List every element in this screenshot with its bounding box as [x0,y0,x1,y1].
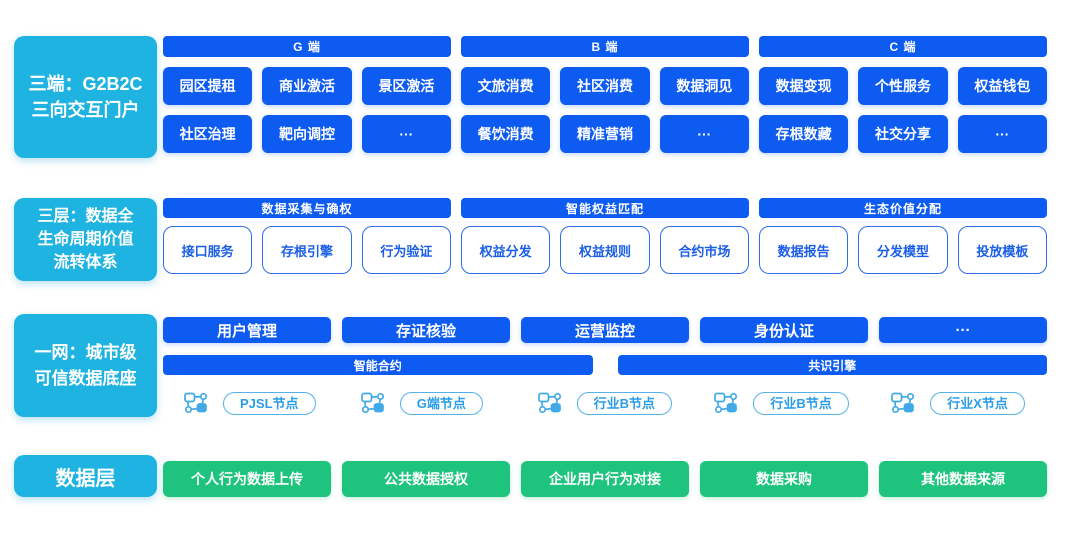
portal-side-line: 三端：G2B2C [28,73,143,94]
lifecycle-item: 权益分发 [461,226,551,274]
data-layer-grid: 个人行为数据上传 公共数据授权 企业用户行为对接 数据采购 其他数据来源 [163,455,1047,497]
lifecycle-item: 分发模型 [858,226,948,274]
network-nodes-icon [537,392,561,414]
node-item: PJSL节点 [163,389,340,417]
lifecycle-item: 权益规则 [560,226,650,274]
lifecycle-header-match: 智能权益匹配 [461,198,749,218]
network-nodes-icon [360,392,384,414]
lifecycle-item: 投放模板 [957,226,1047,274]
data-source-item: 公共数据授权 [342,461,510,497]
portal-header-b: B 端 [461,36,749,57]
portal-item: 个性服务 [858,67,948,105]
lifecycle-item: 行为验证 [361,226,451,274]
portal-item: 数据变现 [759,67,849,105]
lifecycle-side-line: 三层：数据全 [37,207,134,225]
portal-item: 商业激活 [262,67,352,105]
portal-header-g: G 端 [163,36,451,57]
data-layer-section: 数据层 个人行为数据上传 公共数据授权 企业用户行为对接 数据采购 其他数据来源 [14,455,1047,497]
network-nodes-icon [184,392,208,414]
node-label-pill: 行业B节点 [576,391,672,415]
lifecycle-item: 合约市场 [659,226,749,274]
portal-side-label: 三端：G2B2C 三向交互门户 [14,36,157,158]
portal-item: 文旅消费 [461,67,551,105]
lifecycle-item: 接口服务 [163,226,253,274]
portal-item: 社区消费 [560,67,650,105]
portal-item: 权益钱包 [957,67,1047,105]
portal-item: 景区激活 [361,67,451,105]
portal-item: 餐饮消费 [461,115,551,153]
portal-item: 社交分享 [858,115,948,153]
network-service-more: ··· [879,317,1047,343]
network-nodes-icon [891,392,915,414]
data-source-item: 其他数据来源 [879,461,1047,497]
lifecycle-side-line: 流转体系 [53,254,118,272]
data-source-item: 个人行为数据上传 [163,461,331,497]
portal-item: 数据洞见 [659,67,749,105]
network-service: 用户管理 [163,317,331,343]
data-source-item: 数据采购 [700,461,868,497]
portal-item: 精准营销 [560,115,650,153]
node-label-pill: PJSL节点 [223,391,316,415]
portal-item: 靶向调控 [262,115,352,153]
lifecycle-side-label: 三层：数据全 生命周期价值 流转体系 [14,198,157,281]
portal-item: 社区治理 [163,115,253,153]
node-label-pill: 行业X节点 [930,391,1025,415]
lifecycle-grid: 数据采集与确权 智能权益匹配 生态价值分配 接口服务 存根引擎 行为验证 权益分… [163,198,1047,281]
node-label-pill: 行业B节点 [753,391,849,415]
network-service: 存证核验 [342,317,510,343]
portal-item: 存根数藏 [759,115,849,153]
network-service: 运营监控 [521,317,689,343]
network-nodes-icon [714,392,738,414]
lifecycle-header-distribute: 生态价值分配 [759,198,1047,218]
node-item: 行业B节点 [693,389,870,417]
network-side-label: 一网：城市级 可信数据底座 [14,314,157,417]
network-engines-row: 智能合约 共识引擎 [163,355,1047,375]
network-service: 身份认证 [700,317,868,343]
lifecycle-header-collect: 数据采集与确权 [163,198,451,218]
lifecycle-item: 数据报告 [759,226,849,274]
network-content: 用户管理 存证核验 运营监控 身份认证 ··· 智能合约 共识引擎 PJSL节点 [163,314,1047,417]
smart-contract-bar: 智能合约 [163,355,593,375]
portal-section: 三端：G2B2C 三向交互门户 G 端 B 端 C 端 园区提租 商业激活 景区… [14,36,1047,158]
network-side-line: 可信数据底座 [34,368,137,388]
portal-side-line: 三向交互门户 [31,100,140,120]
lifecycle-section: 三层：数据全 生命周期价值 流转体系 数据采集与确权 智能权益匹配 生态价值分配… [14,198,1047,281]
portal-item-more: ··· [361,115,451,153]
portal-item-more: ··· [659,115,749,153]
portal-header-c: C 端 [759,36,1047,57]
portal-grid: G 端 B 端 C 端 园区提租 商业激活 景区激活 文旅消费 社区消费 数据洞… [163,36,1047,158]
network-section: 一网：城市级 可信数据底座 用户管理 存证核验 运营监控 身份认证 ··· 智能… [14,314,1047,417]
network-nodes-row: PJSL节点 G端节点 行业B节点 [163,389,1047,417]
portal-item-more: ··· [957,115,1047,153]
data-source-item: 企业用户行为对接 [521,461,689,497]
node-item: G端节点 [340,389,517,417]
node-item: 行业B节点 [517,389,694,417]
network-services-row: 用户管理 存证核验 运营监控 身份认证 ··· [163,317,1047,343]
lifecycle-side-line: 生命周期价值 [37,230,134,248]
data-layer-side-line: 数据层 [55,467,116,490]
network-side-line: 一网：城市级 [34,343,137,362]
lifecycle-item: 存根引擎 [262,226,352,274]
consensus-engine-bar: 共识引擎 [617,355,1047,375]
node-label-pill: G端节点 [399,391,483,415]
node-item: 行业X节点 [870,389,1047,417]
portal-item: 园区提租 [163,67,253,105]
data-layer-side-label: 数据层 [14,455,157,497]
